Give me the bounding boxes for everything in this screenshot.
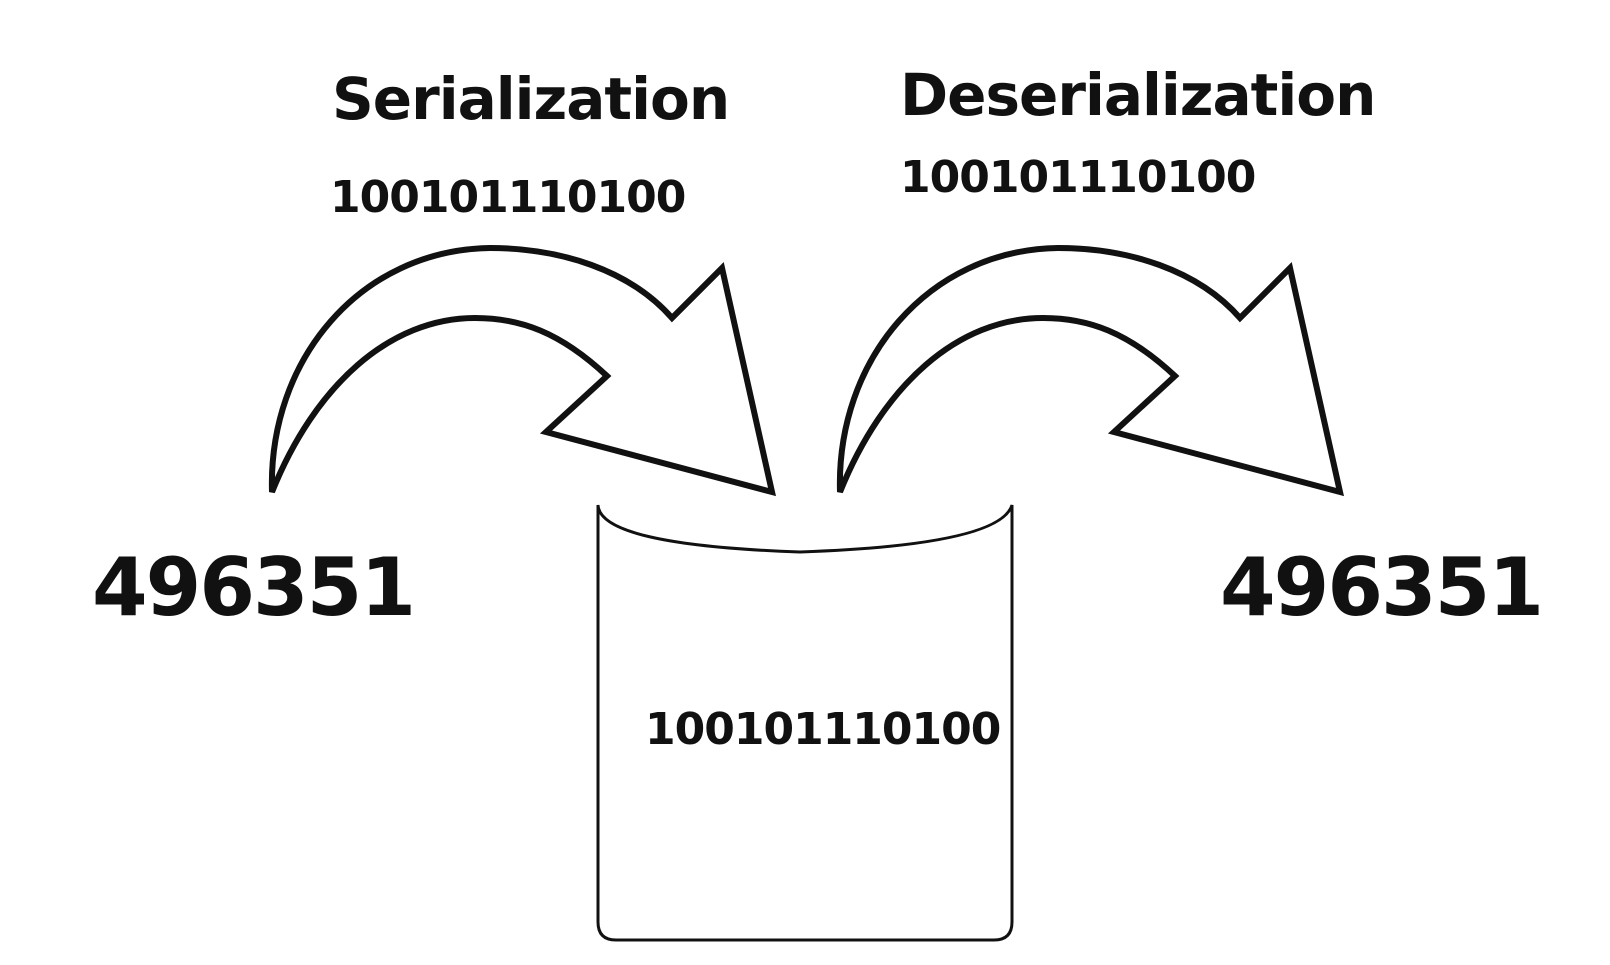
storage-container [596, 504, 1014, 942]
serialization-heading: Serialization [332, 65, 730, 133]
serialization-binary-label: 100101110100 [330, 172, 686, 223]
deserialization-binary-label: 100101110100 [900, 152, 1256, 203]
deserialization-heading: Deserialization [900, 61, 1376, 129]
stored-binary-label: 100101110100 [645, 704, 1001, 755]
source-value: 496351 [92, 541, 416, 634]
result-value: 496351 [1220, 541, 1544, 634]
serialization-arrow [268, 244, 777, 497]
deserialization-arrow [836, 244, 1345, 497]
